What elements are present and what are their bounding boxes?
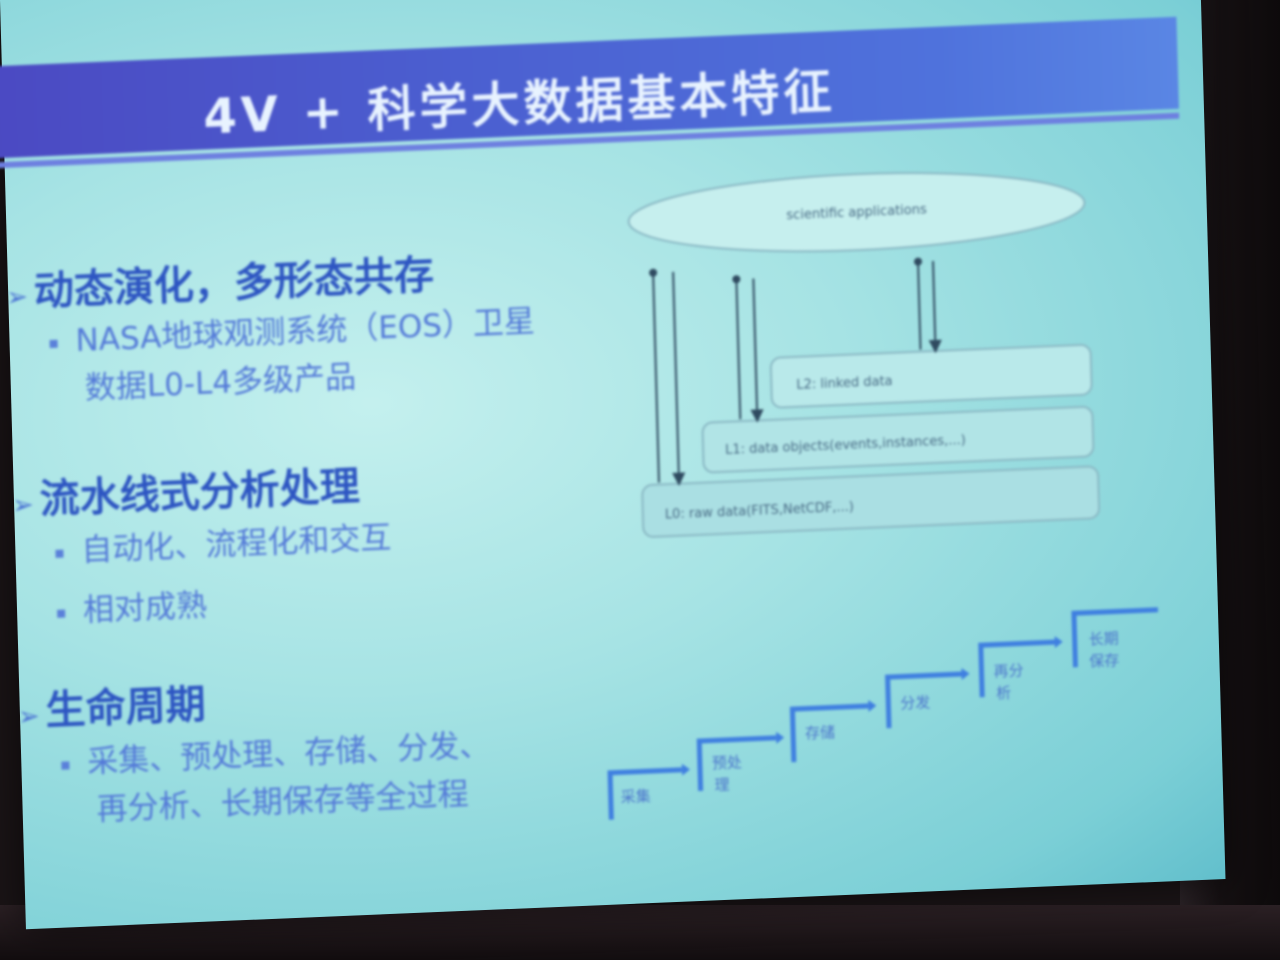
stair-labels: 采集 预处 理 存储 分发 再分 析 长期 保存: [620, 629, 1120, 806]
bullet-automation: 自动化、流程化和交互: [55, 514, 392, 576]
slide: 4V + 科学大数据基本特征 ➢动态演化，多形态共存 NASA地球观测系统（EO…: [0, 16, 1180, 836]
bullet-eos: NASA地球观测系统（EOS）卫星 数据L0-L4多级产品: [49, 298, 537, 414]
bullet-arrow-icon: ➢: [17, 701, 41, 733]
layer-l0-box: [641, 465, 1101, 538]
scientific-applications-label: scientific applications: [786, 202, 927, 223]
square-bullet-icon: [57, 609, 66, 618]
step-preserve-cont: 保存: [1089, 651, 1120, 670]
data-layer-diagram: scientific applications L2: linked data …: [627, 172, 1101, 538]
step-distribute: 分发: [900, 693, 931, 712]
stair-arrow-icons: [681, 636, 1063, 776]
step-reanalyze: 再分: [993, 661, 1024, 680]
square-bullet-icon: [61, 760, 70, 770]
bullet-lifecycle-stages: 采集、预处理、存储、分发、 再分析、长期保存等全过程: [61, 722, 493, 836]
section-heading-pipeline: ➢流水线式分析处理: [11, 463, 361, 523]
square-bullet-icon: [49, 339, 58, 348]
lifecycle-staircase: 采集 预处 理 存储 分发 再分 析 长期 保存: [607, 607, 1158, 820]
step-store: 存储: [805, 723, 836, 742]
step-preprocess: 预处: [712, 753, 743, 772]
bullet-mature: 相对成熟: [56, 582, 208, 636]
step-preprocess-cont: 理: [714, 776, 730, 795]
step-preserve: 长期: [1088, 629, 1119, 648]
bullet-arrow-icon: ➢: [5, 281, 29, 313]
section-heading-lifecycle: ➢生命周期: [17, 681, 207, 735]
layer-l1-box: [701, 405, 1095, 474]
step-collect: 采集: [620, 787, 651, 806]
scientific-applications-cloud: [627, 172, 1086, 253]
layer-l2-box: [769, 343, 1093, 409]
layer-l2-label: L2: linked data: [796, 374, 893, 393]
step-reanalyze-cont: 析: [996, 684, 1012, 703]
projected-slide-surface: 4V + 科学大数据基本特征 ➢动态演化，多形态共存 NASA地球观测系统（EO…: [0, 0, 1226, 930]
bullet-arrow-icon: ➢: [11, 489, 35, 521]
square-bullet-icon: [55, 549, 64, 558]
layer-arrows: [649, 257, 942, 486]
stair-lines: [607, 607, 1158, 820]
